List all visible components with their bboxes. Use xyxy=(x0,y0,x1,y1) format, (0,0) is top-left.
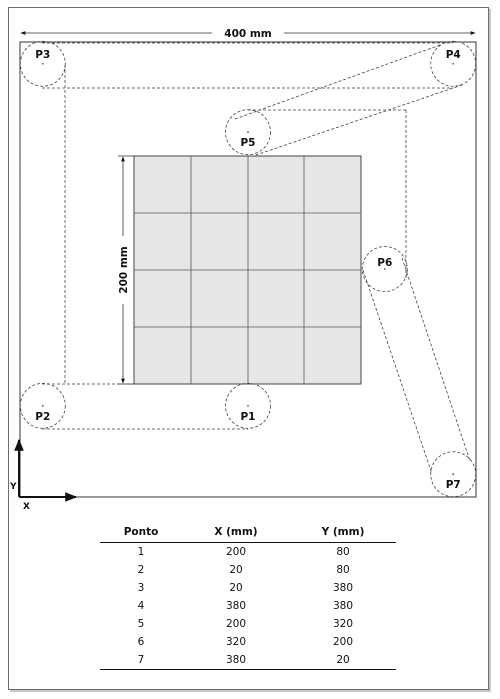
point-center-dot xyxy=(42,405,44,407)
cell-y: 320 xyxy=(332,618,354,630)
point-label: P3 xyxy=(35,49,50,61)
path-p4-p5-upper xyxy=(234,44,441,120)
path-p4-p5-lower xyxy=(255,84,463,156)
header-y: Y (mm) xyxy=(290,522,396,543)
table-row: 2 20 80 xyxy=(100,561,396,579)
cell-ponto: 4 xyxy=(137,600,145,612)
point-center-dot xyxy=(452,473,455,476)
point-center-dot xyxy=(384,268,386,270)
point-marker-p1: P1 xyxy=(225,382,271,429)
width-dimension-label: 400 mm xyxy=(224,28,272,40)
table-row: 7 380 20 xyxy=(100,651,396,670)
header-x: X (mm) xyxy=(182,522,290,543)
points-table: Ponto X (mm) Y (mm) 1 200 80 2 20 80 3 2… xyxy=(100,522,396,670)
path-p6-p7-right xyxy=(401,257,471,462)
cell-ponto: 5 xyxy=(137,618,145,630)
cell-y: 200 xyxy=(332,636,354,648)
cell-x: 20 xyxy=(229,564,243,576)
table-row: 1 200 80 xyxy=(100,543,396,562)
table-row: 6 320 200 xyxy=(100,633,396,651)
path-p6-p7-left xyxy=(362,269,433,475)
point-circle xyxy=(225,382,271,429)
point-marker-p7: P7 xyxy=(430,451,477,498)
cell-x: 320 xyxy=(225,636,247,648)
point-circle xyxy=(225,109,271,156)
point-marker-p5: P5 xyxy=(225,109,271,156)
point-label: P6 xyxy=(377,257,392,269)
point-label: P7 xyxy=(446,479,461,491)
cell-ponto: 3 xyxy=(137,582,145,594)
point-center-dot xyxy=(247,131,249,133)
cell-y: 20 xyxy=(290,651,396,670)
point-circle xyxy=(19,382,66,429)
cell-y: 380 xyxy=(332,600,354,612)
cell-y: 380 xyxy=(332,582,354,594)
table-header-row: Ponto X (mm) Y (mm) xyxy=(100,522,396,543)
point-label: P2 xyxy=(35,411,50,423)
point-label: P4 xyxy=(446,49,461,61)
y-axis-label: Y xyxy=(9,482,17,492)
header-ponto: Ponto xyxy=(100,522,182,543)
point-center-dot xyxy=(452,63,455,65)
point-marker-p6: P6 xyxy=(361,246,408,292)
cell-x: 380 xyxy=(182,651,290,670)
point-circle xyxy=(430,451,477,498)
cell-x: 380 xyxy=(225,600,247,612)
table-row: 4 380 380 xyxy=(100,597,396,615)
cell-ponto: 7 xyxy=(100,651,182,670)
point-circle xyxy=(430,40,477,87)
cell-ponto: 1 xyxy=(137,546,145,558)
point-circle xyxy=(19,40,66,87)
cell-x: 20 xyxy=(229,582,243,594)
point-label: P5 xyxy=(240,137,255,149)
cell-ponto: 2 xyxy=(137,564,145,576)
height-dimension-label: 200 mm xyxy=(118,246,130,294)
x-axis-label: X xyxy=(23,502,30,512)
point-circle xyxy=(361,246,408,292)
cell-x: 200 xyxy=(225,546,247,558)
table-row: 5 200 320 xyxy=(100,615,396,633)
table-row: 3 20 380 xyxy=(100,579,396,597)
grid-panel xyxy=(133,155,362,385)
work-area-border xyxy=(19,41,477,498)
cell-y: 80 xyxy=(336,564,350,576)
cell-y: 80 xyxy=(336,546,350,558)
point-center-dot xyxy=(42,63,44,65)
point-marker-p4: P4 xyxy=(430,40,477,87)
point-marker-p3: P3 xyxy=(19,40,66,87)
point-center-dot xyxy=(247,405,249,407)
cell-ponto: 6 xyxy=(137,636,145,648)
point-label: P1 xyxy=(240,411,255,423)
cell-x: 200 xyxy=(225,618,247,630)
path-guides xyxy=(19,42,471,475)
point-marker-p2: P2 xyxy=(19,382,66,429)
